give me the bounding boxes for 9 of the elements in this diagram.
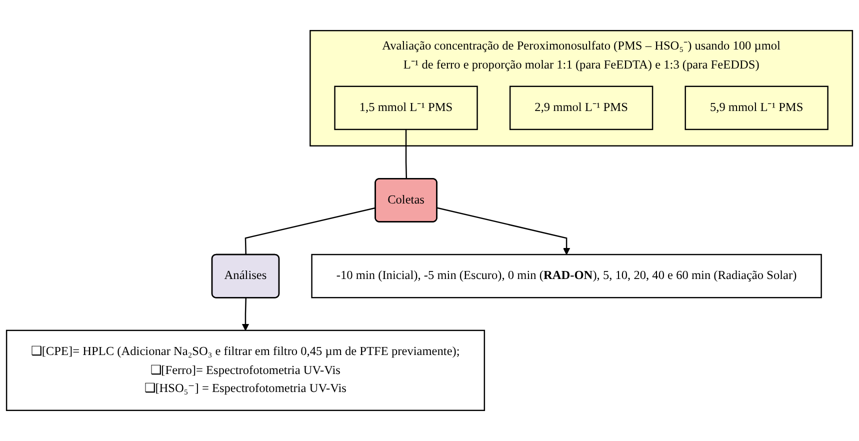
node-box: 1,5 mmol L⁻¹ PMS (334, 86, 478, 130)
node-box: 5,9 mmol L⁻¹ PMS (684, 86, 828, 130)
connector (244, 207, 376, 255)
node-box: 2,9 mmol L⁻¹ PMS (509, 86, 654, 130)
arrow (242, 298, 250, 331)
node-box: -10 min (Inicial), -5 min (Escuro), 0 min (RAD-ON), 5, 10, 20, 40 e 60 min (Radiação Solar) (311, 254, 822, 298)
arrow (437, 207, 570, 255)
node-box: ❑[CPE]= HPLC (Adicionar Na₂SO₃ e filtrar em filtro 0,45 µm de PTFE previamente); ❑[Ferro]= Espectrofotometria UV-Vis ❑[HSO₅⁻] = Espectrofotometria UV-Vis (6, 330, 486, 411)
connector (405, 129, 408, 180)
